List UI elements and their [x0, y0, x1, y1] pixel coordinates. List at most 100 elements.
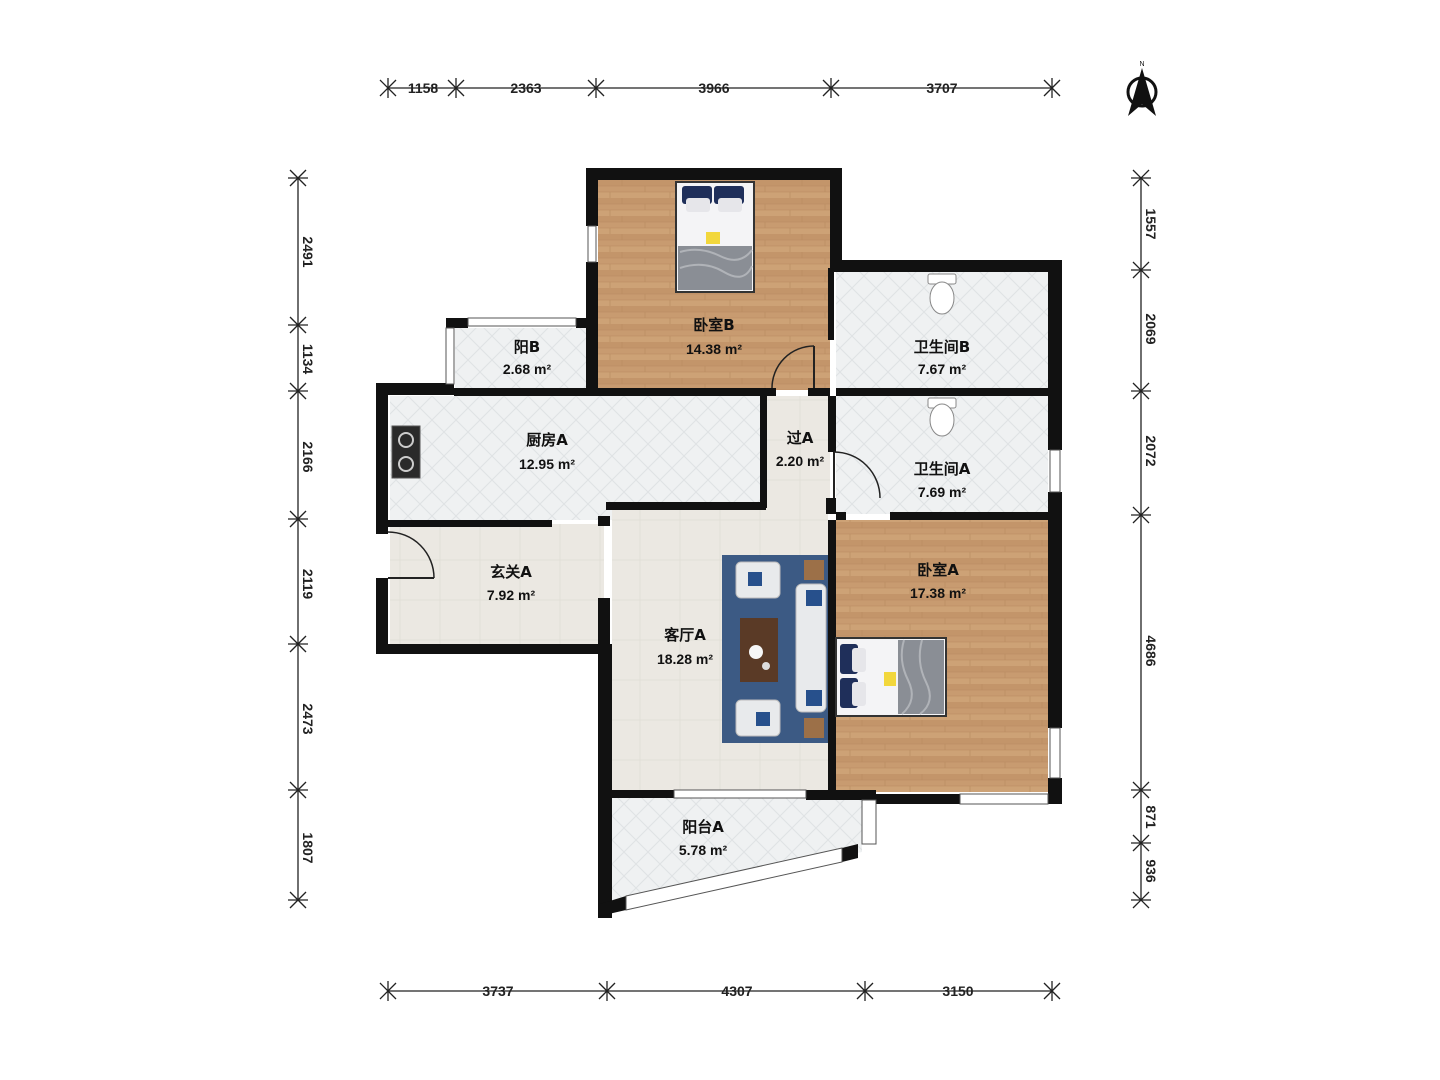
dim-right-3: 2072 — [1143, 435, 1159, 466]
dim-right-5: 871 — [1143, 805, 1159, 829]
window-bedroom-a-bottom — [959, 793, 1049, 805]
dim-left-2: 1134 — [300, 344, 316, 375]
window-bathroom-a-right — [1049, 449, 1061, 493]
dim-top-1: 1158 — [408, 80, 439, 96]
dim-bottom-1: 3737 — [482, 983, 513, 999]
room-name-hall-a: 过A — [787, 429, 814, 447]
dimension-tick — [587, 78, 605, 98]
dimension-tick — [1131, 506, 1151, 524]
dimension-tick — [288, 635, 308, 653]
bed-icon — [675, 181, 755, 293]
dimensions-left: 2491 1134 2166 2119 2473 1807 — [297, 178, 316, 900]
room-name-bathroom-b: 卫生间B — [914, 338, 970, 356]
room-name-balcony-b: 阳B — [514, 338, 540, 356]
room-labels: 卧室B 14.38 m² 卫生间B 7.67 m² 阳B 2.68 m² 厨房A… — [487, 316, 971, 858]
room-name-bedroom-b: 卧室B — [693, 316, 734, 334]
room-area-bedroom-b: 14.38 m² — [686, 341, 742, 357]
dimension-tick — [1131, 382, 1151, 400]
dim-top-3: 3966 — [698, 80, 729, 96]
dimension-tick — [1131, 781, 1151, 799]
room-area-hall-a: 2.20 m² — [776, 453, 825, 469]
dimension-tick — [288, 781, 308, 799]
room-area-bathroom-a: 7.69 m² — [918, 484, 967, 500]
room-area-kitchen-a: 12.95 m² — [519, 456, 575, 472]
dimension-tick — [822, 78, 840, 98]
window-living-sliding — [673, 789, 807, 799]
dim-left-4: 2119 — [300, 569, 316, 600]
floor-balcony-b — [455, 328, 591, 390]
room-name-living-a: 客厅A — [663, 626, 706, 644]
dimension-tick — [379, 78, 397, 98]
dimension-tick — [288, 510, 308, 528]
floor-hall-a — [764, 396, 830, 508]
dimension-tick — [447, 78, 465, 98]
dimensions-bottom: 3737 4307 3150 — [388, 983, 1052, 999]
dimension-tick — [598, 981, 616, 1001]
room-name-balcony-a: 阳台A — [682, 818, 724, 836]
window-balcony-b-left — [445, 327, 455, 385]
dim-left-6: 1807 — [300, 832, 316, 863]
dimension-tick — [1131, 261, 1151, 279]
dimension-tick — [1131, 169, 1151, 187]
window-balcony-a-right — [861, 799, 877, 845]
dim-top-2: 2363 — [510, 80, 541, 96]
windows — [445, 225, 1061, 911]
dimension-tick — [288, 316, 308, 334]
sofa-icon — [795, 583, 827, 713]
room-name-bathroom-a: 卫生间A — [914, 460, 971, 478]
window-bedroom-b-left — [587, 225, 597, 263]
room-name-entrance-a: 玄关A — [490, 563, 532, 581]
doors — [387, 345, 881, 579]
living-room-set — [722, 555, 828, 743]
dimensions-right: 1557 2069 2072 4686 871 936 — [1140, 178, 1159, 900]
dimensions-top: 1158 2363 3966 3707 — [388, 80, 1052, 96]
room-area-balcony-a: 5.78 m² — [679, 842, 728, 858]
floors — [390, 180, 1048, 906]
dim-right-1: 1557 — [1143, 208, 1159, 239]
dimension-tick — [1131, 891, 1151, 909]
dim-left-3: 2166 — [300, 441, 316, 472]
room-area-entrance-a: 7.92 m² — [487, 587, 536, 603]
dim-left-1: 2491 — [300, 236, 316, 267]
side-table-icon — [804, 560, 824, 580]
door-bedroom-b — [771, 345, 815, 389]
dimension-tick — [288, 891, 308, 909]
dim-right-6: 936 — [1143, 859, 1159, 883]
dimension-tick — [1043, 981, 1061, 1001]
stove-icon — [391, 425, 421, 479]
dimension-ticks — [288, 78, 1151, 1001]
room-name-bedroom-a: 卧室A — [917, 561, 959, 579]
door-bathroom-a — [833, 451, 881, 499]
window-balcony-b-top — [467, 317, 577, 327]
room-name-kitchen-a: 厨房A — [526, 431, 568, 449]
dim-right-4: 4686 — [1143, 635, 1159, 666]
window-balcony-a-bottom — [625, 847, 843, 911]
compass-north-label: N — [1139, 61, 1144, 68]
dimension-tick — [856, 981, 874, 1001]
window-bedroom-a-right — [1049, 727, 1061, 779]
floor-kitchen-a — [390, 396, 762, 520]
room-area-balcony-b: 2.68 m² — [503, 361, 552, 377]
room-area-bathroom-b: 7.67 m² — [918, 361, 967, 377]
dim-right-2: 2069 — [1143, 313, 1159, 344]
toilet-icon — [927, 397, 957, 437]
walls — [376, 168, 1062, 918]
dimension-tick — [1131, 834, 1151, 852]
door-entrance — [387, 531, 435, 579]
dim-left-5: 2473 — [300, 703, 316, 734]
dimension-tick — [1043, 78, 1061, 98]
dim-top-4: 3707 — [926, 80, 957, 96]
room-area-living-a: 18.28 m² — [657, 651, 713, 667]
dimension-tick — [379, 981, 397, 1001]
dim-bottom-2: 4307 — [721, 983, 752, 999]
side-table-icon — [804, 718, 824, 738]
bed-icon — [835, 637, 947, 717]
toilet-icon — [927, 273, 957, 315]
room-area-bedroom-a: 17.38 m² — [910, 585, 966, 601]
floor-entrance-a — [390, 524, 604, 644]
dim-bottom-3: 3150 — [942, 983, 973, 999]
dimension-tick — [288, 382, 308, 400]
compass-icon: N — [1126, 61, 1158, 116]
floor-balcony-a — [612, 798, 862, 906]
